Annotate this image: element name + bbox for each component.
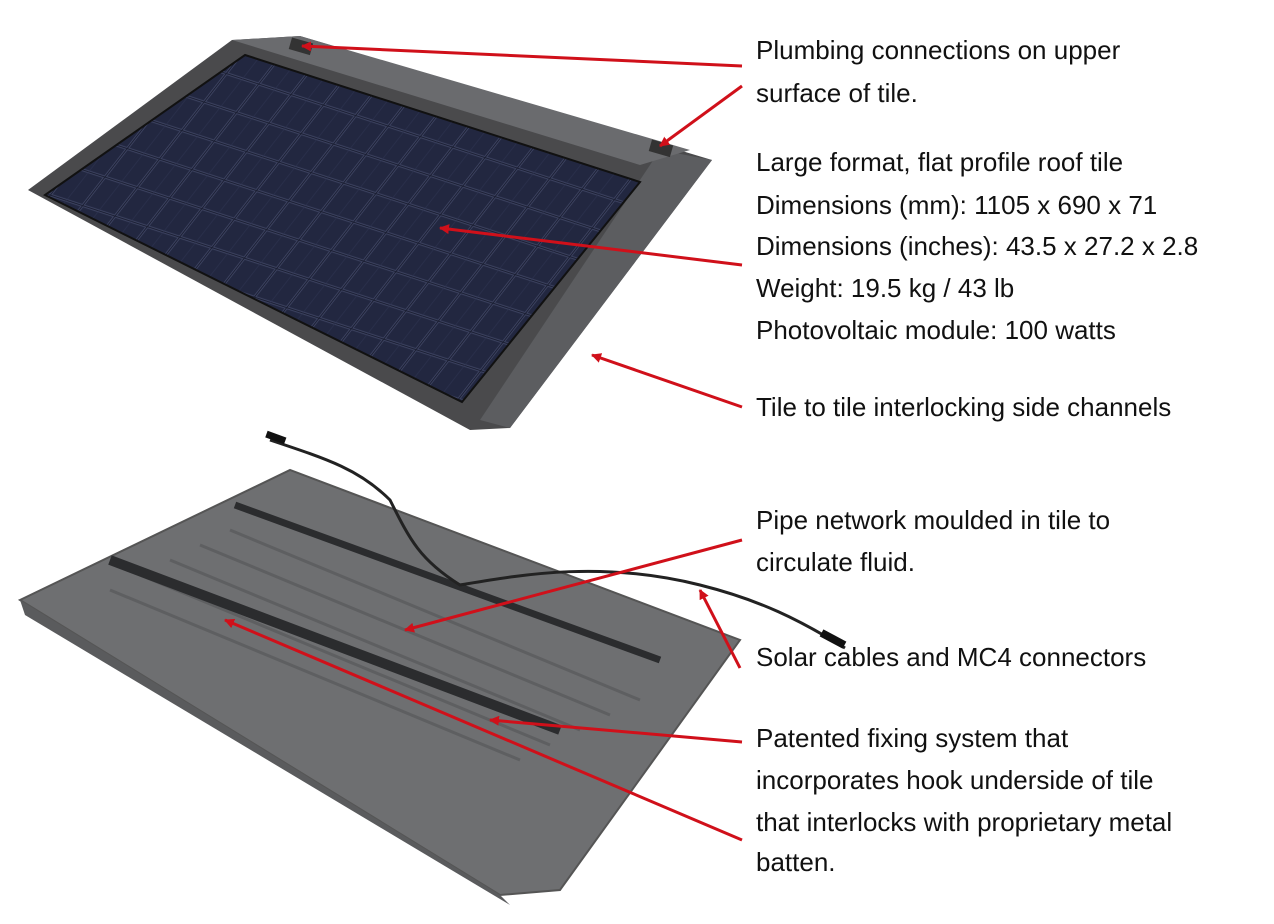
- spec-pv-module: Photovoltaic module: 100 watts: [756, 315, 1116, 345]
- label-fixing-line1: Patented fixing system that: [756, 723, 1069, 753]
- arrow-specs: [439, 224, 743, 267]
- arrow-pipe: [404, 538, 743, 633]
- solar-roof-tile-underside-view: [17, 430, 847, 905]
- solar-cables: [269, 438, 846, 650]
- arrow-cables: [698, 589, 742, 669]
- pipe-network: [109, 528, 641, 762]
- label-plumbing-line1: Plumbing connections on upper: [756, 35, 1121, 65]
- arrow-channels: [591, 353, 743, 409]
- spec-dimensions-inches: Dimensions (inches): 43.5 x 27.2 x 2.8: [756, 231, 1199, 261]
- tile-top-ridge: [232, 36, 690, 165]
- mc4-connector: [265, 430, 287, 445]
- callout-arrows: [224, 41, 743, 842]
- tile-underside-edge: [20, 600, 510, 905]
- label-plumbing-line2: surface of tile.: [756, 78, 918, 108]
- label-fixing-line3: that interlocks with proprietary metal: [756, 807, 1173, 837]
- tile-side-channels: [480, 150, 712, 428]
- arrow-plumbing-2: [659, 84, 743, 148]
- solar-roof-tile-top-view: [28, 36, 712, 430]
- spec-dimensions-mm: Dimensions (mm): 1105 x 690 x 71: [756, 190, 1158, 220]
- arrow-plumbing-1: [301, 41, 743, 68]
- label-fixing-line2: incorporates hook underside of tile: [756, 765, 1154, 795]
- label-side-channels: Tile to tile interlocking side channels: [756, 392, 1172, 422]
- label-fixing-line4: batten.: [756, 847, 836, 877]
- label-pipe-line1: Pipe network moulded in tile to: [756, 505, 1111, 535]
- mc4-connector: [819, 629, 847, 649]
- fixing-hook-rail: [233, 501, 662, 664]
- photovoltaic-panel: [43, 53, 642, 404]
- tile-underside-body: [17, 468, 742, 897]
- label-cables: Solar cables and MC4 connectors: [756, 642, 1147, 672]
- spec-weight: Weight: 19.5 kg / 43 lb: [756, 273, 1015, 303]
- spec-format: Large format, flat profile roof tile: [756, 147, 1124, 177]
- fixing-hook-rail: [108, 555, 562, 735]
- arrow-fixing-2: [224, 618, 743, 842]
- arrow-fixing-1: [489, 715, 743, 744]
- label-pipe-line2: circulate fluid.: [756, 547, 915, 577]
